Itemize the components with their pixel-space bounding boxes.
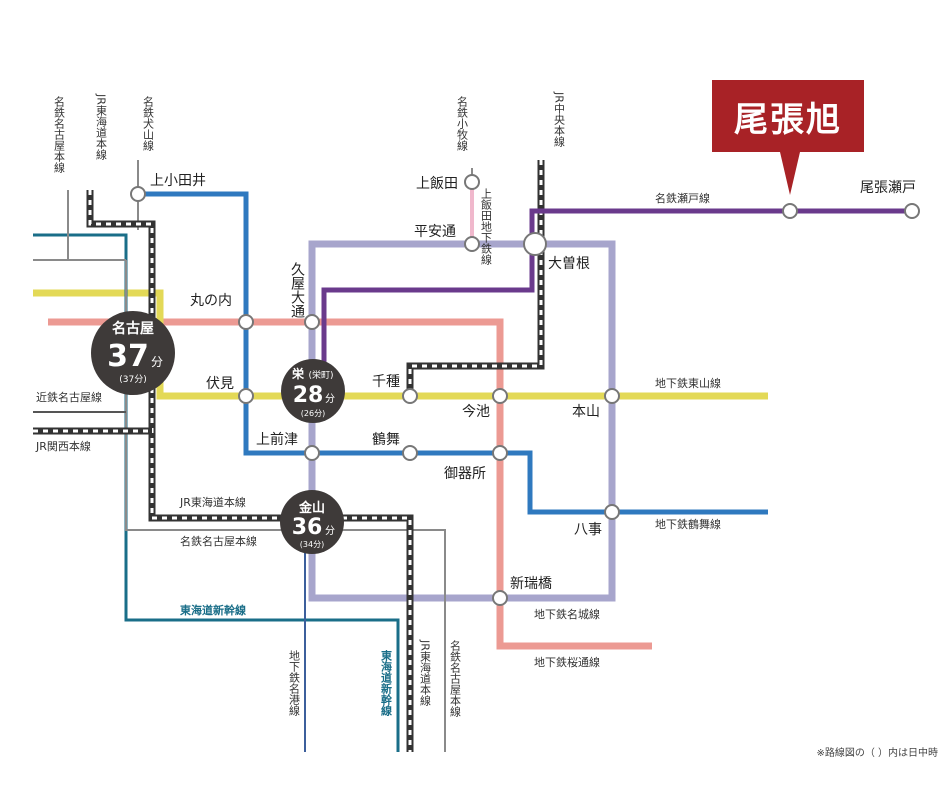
station-label-ozone: 大曽根	[548, 256, 590, 272]
station-dot-heian	[464, 236, 480, 252]
footnote: ※路線図の（ ）内は日中時	[816, 748, 938, 759]
station-label-tsurumai: 鶴舞	[372, 431, 400, 448]
station-dot-gokiso	[492, 445, 508, 461]
tokaido-shinkansen-line	[33, 233, 400, 752]
station-dot-kamiiida	[464, 174, 480, 190]
hub-nagoya-daytime: (37分)	[119, 374, 146, 385]
hub-kanayama-unit: 分	[325, 525, 335, 537]
hub-sakae-minutes: 28	[293, 383, 324, 408]
station-label-marunouchi: 丸の内	[190, 293, 232, 309]
station-dot-fushimi	[238, 388, 254, 404]
line-label-meitetsu-nagoya-main-v2: 名鉄名古屋本線	[449, 639, 462, 717]
line-label-tokaido-shinkansen-h: 東海道新幹線	[180, 603, 246, 617]
station-label-fushimi: 伏見	[206, 376, 234, 392]
station-dot-hisaya	[304, 314, 320, 330]
line-label-meitetsu-komaki: 名鉄小牧線	[456, 95, 469, 151]
hub-nagoya-unit: 分	[151, 355, 163, 369]
station-label-chikusa: 千種	[372, 374, 400, 390]
destination-pointer	[780, 152, 800, 195]
hub-sakae-daytime: (26分)	[301, 409, 325, 418]
jr-chuo-line	[406, 160, 545, 396]
line-label-jr-kansai: JR関西本線	[35, 439, 91, 453]
line-label-jr-tokaido-v2: JR東海道本線	[419, 639, 432, 706]
hub-kanayama-minutes: 36	[292, 515, 323, 540]
line-label-jr-tokaido-h: JR東海道本線	[179, 495, 246, 509]
station-dot-marunouchi	[238, 314, 254, 330]
line-label-meitetsu-inuyama: 名鉄犬山線	[142, 95, 155, 151]
line-label-kintetsu: 近鉄名古屋線	[36, 390, 102, 404]
line-label-jr-tokaido-v: JR東海道本線	[95, 93, 108, 160]
jr-tokaido-line	[86, 190, 414, 752]
tsurumai-line	[138, 191, 768, 515]
station-dot-kamiotai	[130, 186, 146, 202]
line-label-kamiiida: 上飯田地下鉄線	[480, 188, 493, 265]
station-label-owariseto: 尾張瀬戸	[860, 180, 916, 196]
hub-kanayama-daytime: (34分)	[300, 540, 324, 549]
hub-nagoya-minutes: 37	[107, 339, 149, 374]
station-label-yagoto: 八事	[574, 522, 602, 538]
hub-kanayama: 金山 36 分 (34分)	[280, 490, 344, 554]
hub-sakae: 栄 (栄町) 28 分 (26分)	[281, 359, 345, 423]
station-label-kamiotai: 上小田井	[150, 173, 206, 189]
station-dot-ozone	[523, 232, 547, 256]
line-label-meitetsu-nagoya-main-v: 名鉄名古屋本線	[53, 95, 66, 173]
meitetsu-seto-line	[321, 208, 912, 380]
station-dot-motoyama	[604, 388, 620, 404]
meijo-line	[308, 240, 616, 602]
line-label-meitetsu-seto: 名鉄瀬戸線	[655, 191, 710, 205]
line-label-meiko: 地下鉄名港線	[288, 650, 301, 716]
station-dot-kamimaezu	[304, 445, 320, 461]
hub-kanayama-name: 金山	[298, 500, 325, 516]
station-label-hisaya: 久屋大通	[289, 262, 305, 319]
hub-sakae-name: 栄	[291, 366, 305, 381]
line-label-higashiyama: 地下鉄東山線	[655, 376, 721, 390]
station-label-kamimaezu: 上前津	[256, 431, 298, 448]
station-label-gokiso: 御器所	[444, 466, 486, 482]
station-dot-chikusa	[402, 388, 418, 404]
station-label-aratamabashi: 新瑞橋	[510, 576, 552, 592]
station-label-kamiiida: 上飯田	[416, 175, 458, 192]
hub-nagoya: 名古屋 37 分 (37分)	[91, 311, 175, 395]
station-label-imaike: 今池	[462, 404, 490, 420]
station-dot-imaike	[492, 388, 508, 404]
hub-sakae-unit: 分	[325, 393, 335, 405]
destination-callout: 尾張旭	[712, 80, 864, 152]
line-label-sakuradori: 地下鉄桜通線	[534, 655, 600, 669]
line-label-meitetsu-nagoya-main-h: 名鉄名古屋本線	[180, 534, 257, 548]
station-label-motoyama: 本山	[572, 404, 600, 420]
hub-nagoya-name: 名古屋	[112, 320, 154, 337]
line-label-tokaido-shinkansen-v: 東海道新幹線	[380, 649, 393, 717]
station-label-heian: 平安通	[414, 224, 456, 240]
line-label-tsurumai: 地下鉄鶴舞線	[655, 517, 721, 531]
station-dot-owariseto	[904, 203, 920, 219]
line-label-meijo: 地下鉄名城線	[534, 607, 600, 621]
line-label-jr-chuo: JR中央本線	[553, 91, 566, 147]
sakuradori-line	[48, 318, 652, 650]
station-dot-tsurumai	[402, 445, 418, 461]
hub-sakae-sub: (栄町)	[308, 369, 333, 381]
station-dot-aratamabashi	[492, 590, 508, 606]
station-dot-owariasahi	[782, 203, 798, 219]
station-dot-yagoto	[604, 504, 620, 520]
